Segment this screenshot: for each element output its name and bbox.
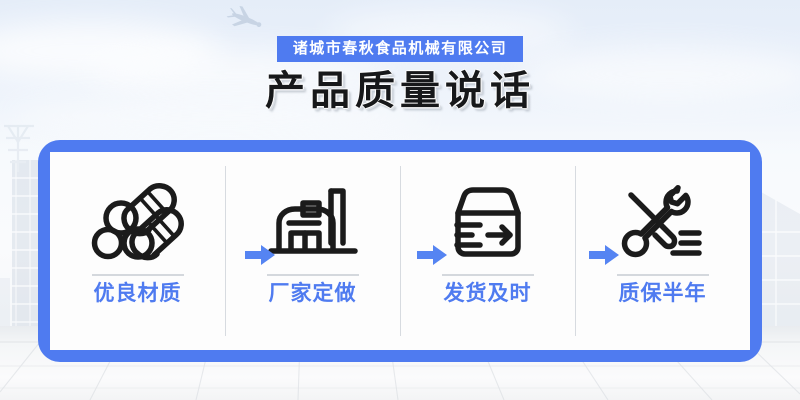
label-rule bbox=[91, 274, 184, 276]
feature-frame: 优良材质 bbox=[38, 140, 762, 362]
feature-label: 发货及时 bbox=[443, 282, 532, 305]
label-rule bbox=[266, 274, 359, 276]
feature-panel-material[interactable]: 优良材质 bbox=[50, 152, 225, 350]
flow-arrow-icon bbox=[245, 245, 275, 265]
factory-icon bbox=[265, 176, 361, 268]
feature-panel-factory[interactable]: 厂家定做 bbox=[225, 152, 400, 350]
flow-arrow-icon bbox=[417, 245, 447, 265]
flow-arrow-icon bbox=[589, 245, 619, 265]
company-name-pill: 诸城市春秋食品机械有限公司 bbox=[276, 36, 524, 62]
wrench-screwdriver-icon bbox=[615, 176, 711, 268]
feature-label: 质保半年 bbox=[618, 282, 707, 305]
feature-label: 厂家定做 bbox=[268, 282, 357, 305]
feature-label: 优良材质 bbox=[93, 282, 182, 305]
stacked-logs-icon bbox=[90, 176, 186, 268]
feature-panel-warranty[interactable]: 质保半年 bbox=[575, 152, 750, 350]
feature-panel-row: 优良材质 bbox=[50, 152, 750, 350]
airplane-icon bbox=[226, 5, 262, 28]
label-rule bbox=[441, 274, 534, 276]
shipping-box-arrow-icon bbox=[440, 176, 536, 268]
headline-text: 产品质量说话 bbox=[265, 69, 535, 113]
banner-header: 诸城市春秋食品机械有限公司 产品质量说话 bbox=[0, 36, 800, 111]
feature-panel-shipping[interactable]: 发货及时 bbox=[400, 152, 575, 350]
label-rule bbox=[616, 274, 709, 276]
